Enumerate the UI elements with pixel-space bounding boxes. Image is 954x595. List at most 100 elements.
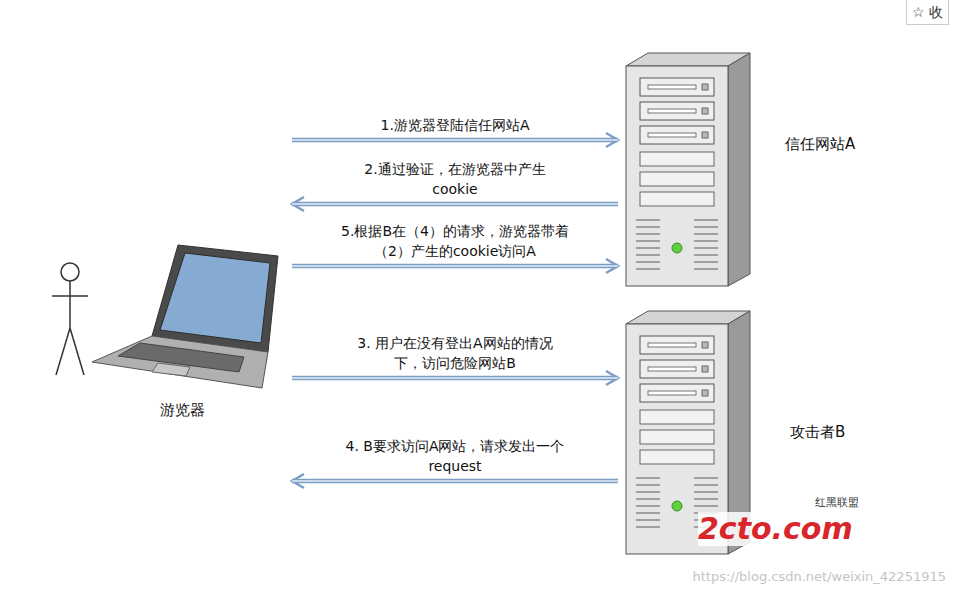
arrow-outline xyxy=(292,202,618,207)
node-label: 游览器 xyxy=(160,400,205,420)
drive-button xyxy=(702,366,708,372)
vent-line xyxy=(694,268,718,270)
person-limb xyxy=(70,328,84,375)
person-limb xyxy=(69,281,71,328)
arrow-core xyxy=(292,139,618,141)
blank-bay xyxy=(640,430,714,444)
step-label: 2.通过验证，在游览器中产生 cookie xyxy=(361,159,548,199)
laptop-touchpad xyxy=(152,363,190,376)
vent-line xyxy=(694,491,718,493)
vent-line xyxy=(636,477,660,479)
node-illustration xyxy=(40,100,292,400)
watermark-logo: 红黑联盟 xyxy=(815,496,859,510)
step-label: 1.游览器登陆信任网站A xyxy=(381,115,530,135)
flow-arrow xyxy=(292,140,618,141)
vent-line xyxy=(636,519,660,521)
step-label: 3. 用户在没有登出A网站的情况 下，访问危险网站B xyxy=(354,333,555,373)
drive-bay xyxy=(640,78,714,96)
vent-line xyxy=(636,491,660,493)
drive-slot xyxy=(648,109,696,113)
power-led xyxy=(672,243,682,253)
vent-line xyxy=(636,498,660,500)
flow-arrow xyxy=(292,266,618,267)
step-label: 4. B要求访问A网站，请求发出一个 request xyxy=(343,436,568,476)
server-node: 信任网站A xyxy=(618,48,880,293)
vent-line xyxy=(694,477,718,479)
laptop-base xyxy=(92,336,268,388)
drive-slot xyxy=(648,133,696,137)
node-label: 攻击者B xyxy=(790,422,845,442)
server-front xyxy=(626,66,728,286)
flow-arrow xyxy=(292,204,618,205)
person-limb xyxy=(56,328,70,375)
vent-line xyxy=(694,505,718,507)
drive-slot xyxy=(648,367,696,371)
server-illustration xyxy=(626,53,750,286)
arrow-outline xyxy=(292,264,618,269)
vent-line xyxy=(636,268,660,270)
vent-line xyxy=(694,226,718,228)
arrow-core xyxy=(292,265,618,267)
drive-slot xyxy=(648,85,696,89)
person-limb xyxy=(52,295,88,297)
vent-line xyxy=(636,247,660,249)
vent-line xyxy=(636,254,660,256)
arrow-outline xyxy=(292,138,618,143)
vent-line xyxy=(636,219,660,221)
vent-line xyxy=(694,247,718,249)
vent-line xyxy=(636,512,660,514)
blank-bay xyxy=(640,172,714,186)
drive-bay xyxy=(640,102,714,120)
blank-bay xyxy=(640,152,714,166)
flow-arrow xyxy=(292,481,618,482)
power-led xyxy=(672,501,682,511)
drive-button xyxy=(702,342,708,348)
vent-line xyxy=(636,526,660,528)
vent-line xyxy=(694,233,718,235)
arrow-outline xyxy=(292,479,618,484)
step-label: 5.根据B在（4）的请求，游览器带着 （2）产生的cookie访问A xyxy=(338,221,572,261)
vent-line xyxy=(636,240,660,242)
drive-button xyxy=(702,390,708,396)
vent-line xyxy=(694,261,718,263)
drive-button xyxy=(702,108,708,114)
arrow-core xyxy=(292,203,618,205)
blank-bay xyxy=(640,410,714,424)
vent-line xyxy=(694,219,718,221)
drive-slot xyxy=(648,391,696,395)
drive-bay xyxy=(640,336,714,354)
drive-button xyxy=(702,84,708,90)
bookmark-button: ☆ 收 xyxy=(906,0,949,25)
drive-bay xyxy=(640,384,714,402)
arrow-outline xyxy=(292,376,618,381)
drive-bay xyxy=(640,126,714,144)
vent-line xyxy=(636,505,660,507)
person-head xyxy=(61,263,79,281)
arrow-core xyxy=(292,377,618,379)
blank-bay xyxy=(640,192,714,206)
vent-line xyxy=(636,233,660,235)
vent-line xyxy=(694,498,718,500)
flow-arrow xyxy=(292,378,618,379)
watermark-url: https://blog.csdn.net/weixin_42251915 xyxy=(692,568,946,586)
drive-slot xyxy=(648,343,696,347)
browser-node: 游览器 xyxy=(40,100,292,490)
watermark-logo: 2cto.com xyxy=(698,512,853,546)
vent-line xyxy=(694,484,718,486)
vent-line xyxy=(636,261,660,263)
laptop-screen xyxy=(160,253,270,343)
drive-button xyxy=(702,132,708,138)
browser-illustration xyxy=(52,245,278,388)
vent-line xyxy=(636,226,660,228)
drive-bay xyxy=(640,360,714,378)
vent-line xyxy=(694,240,718,242)
node-illustration xyxy=(618,48,880,293)
vent-line xyxy=(636,484,660,486)
node-label: 信任网站A xyxy=(785,134,855,154)
arrow-core xyxy=(292,480,618,482)
server-side xyxy=(728,53,750,286)
blank-bay xyxy=(640,450,714,464)
laptop-lid xyxy=(152,245,278,352)
vent-line xyxy=(694,254,718,256)
